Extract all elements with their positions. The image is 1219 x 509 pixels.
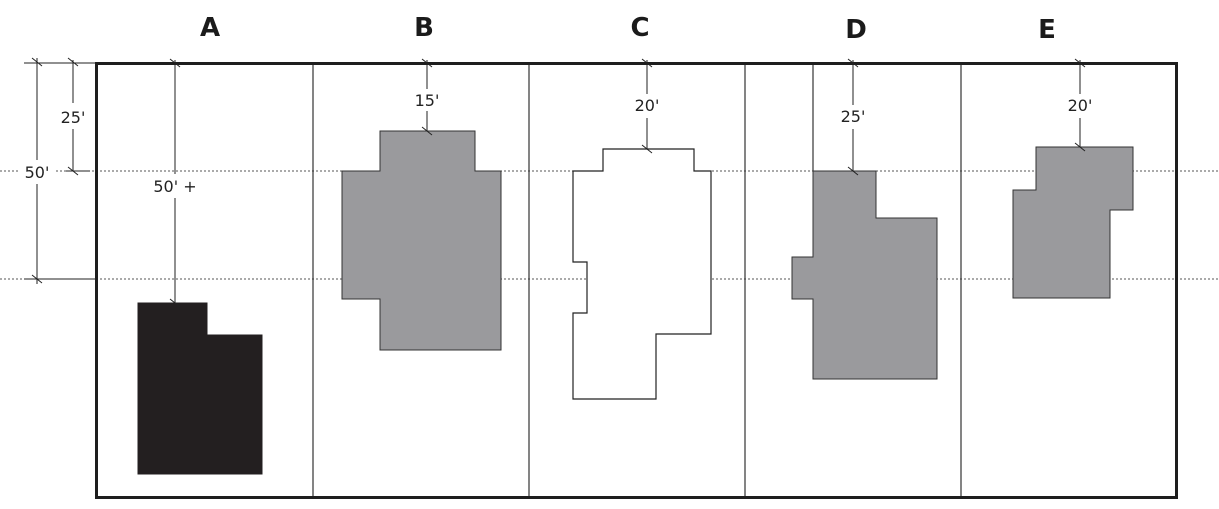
building-b [341, 130, 502, 351]
setback-e-label: 20' [1068, 96, 1093, 115]
building-e [1012, 146, 1134, 299]
lot-label-e: E [1038, 15, 1056, 45]
setback-a-label: 50' + [153, 177, 196, 196]
dimension-50-label: 50' [25, 163, 50, 182]
setback-c-label: 20' [635, 96, 660, 115]
building-c [572, 148, 712, 400]
setback-d-label: 25' [841, 107, 866, 126]
dimension-25-label: 25' [61, 108, 86, 127]
lot-label-d: D [845, 15, 867, 45]
setback-b-label: 15' [415, 91, 440, 110]
lot-label-c: C [630, 13, 649, 43]
building-a [137, 302, 263, 475]
lot-label-b: B [414, 13, 434, 43]
lot-frame [95, 62, 1178, 499]
lot-label-a: A [200, 13, 220, 43]
building-d [791, 170, 938, 380]
